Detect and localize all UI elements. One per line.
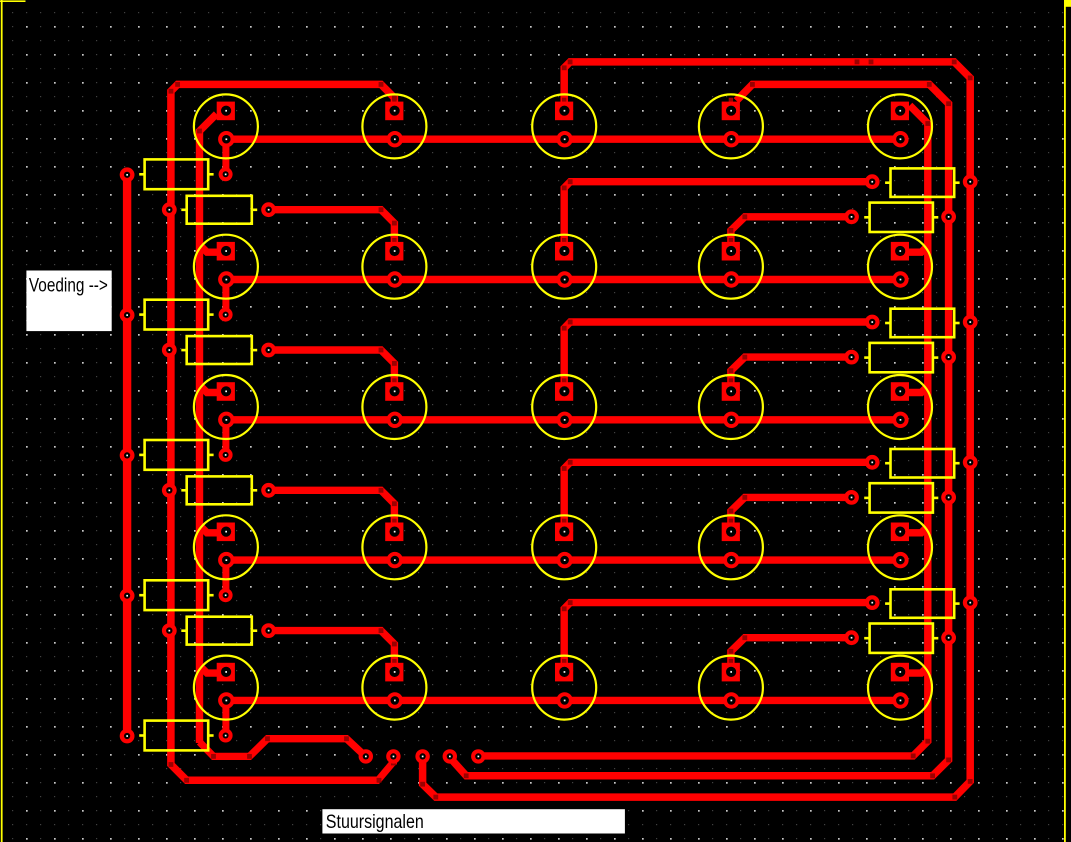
svg-text:Stuursignalen: Stuursignalen [326, 811, 424, 833]
svg-text:Voeding -->: Voeding --> [29, 274, 108, 296]
